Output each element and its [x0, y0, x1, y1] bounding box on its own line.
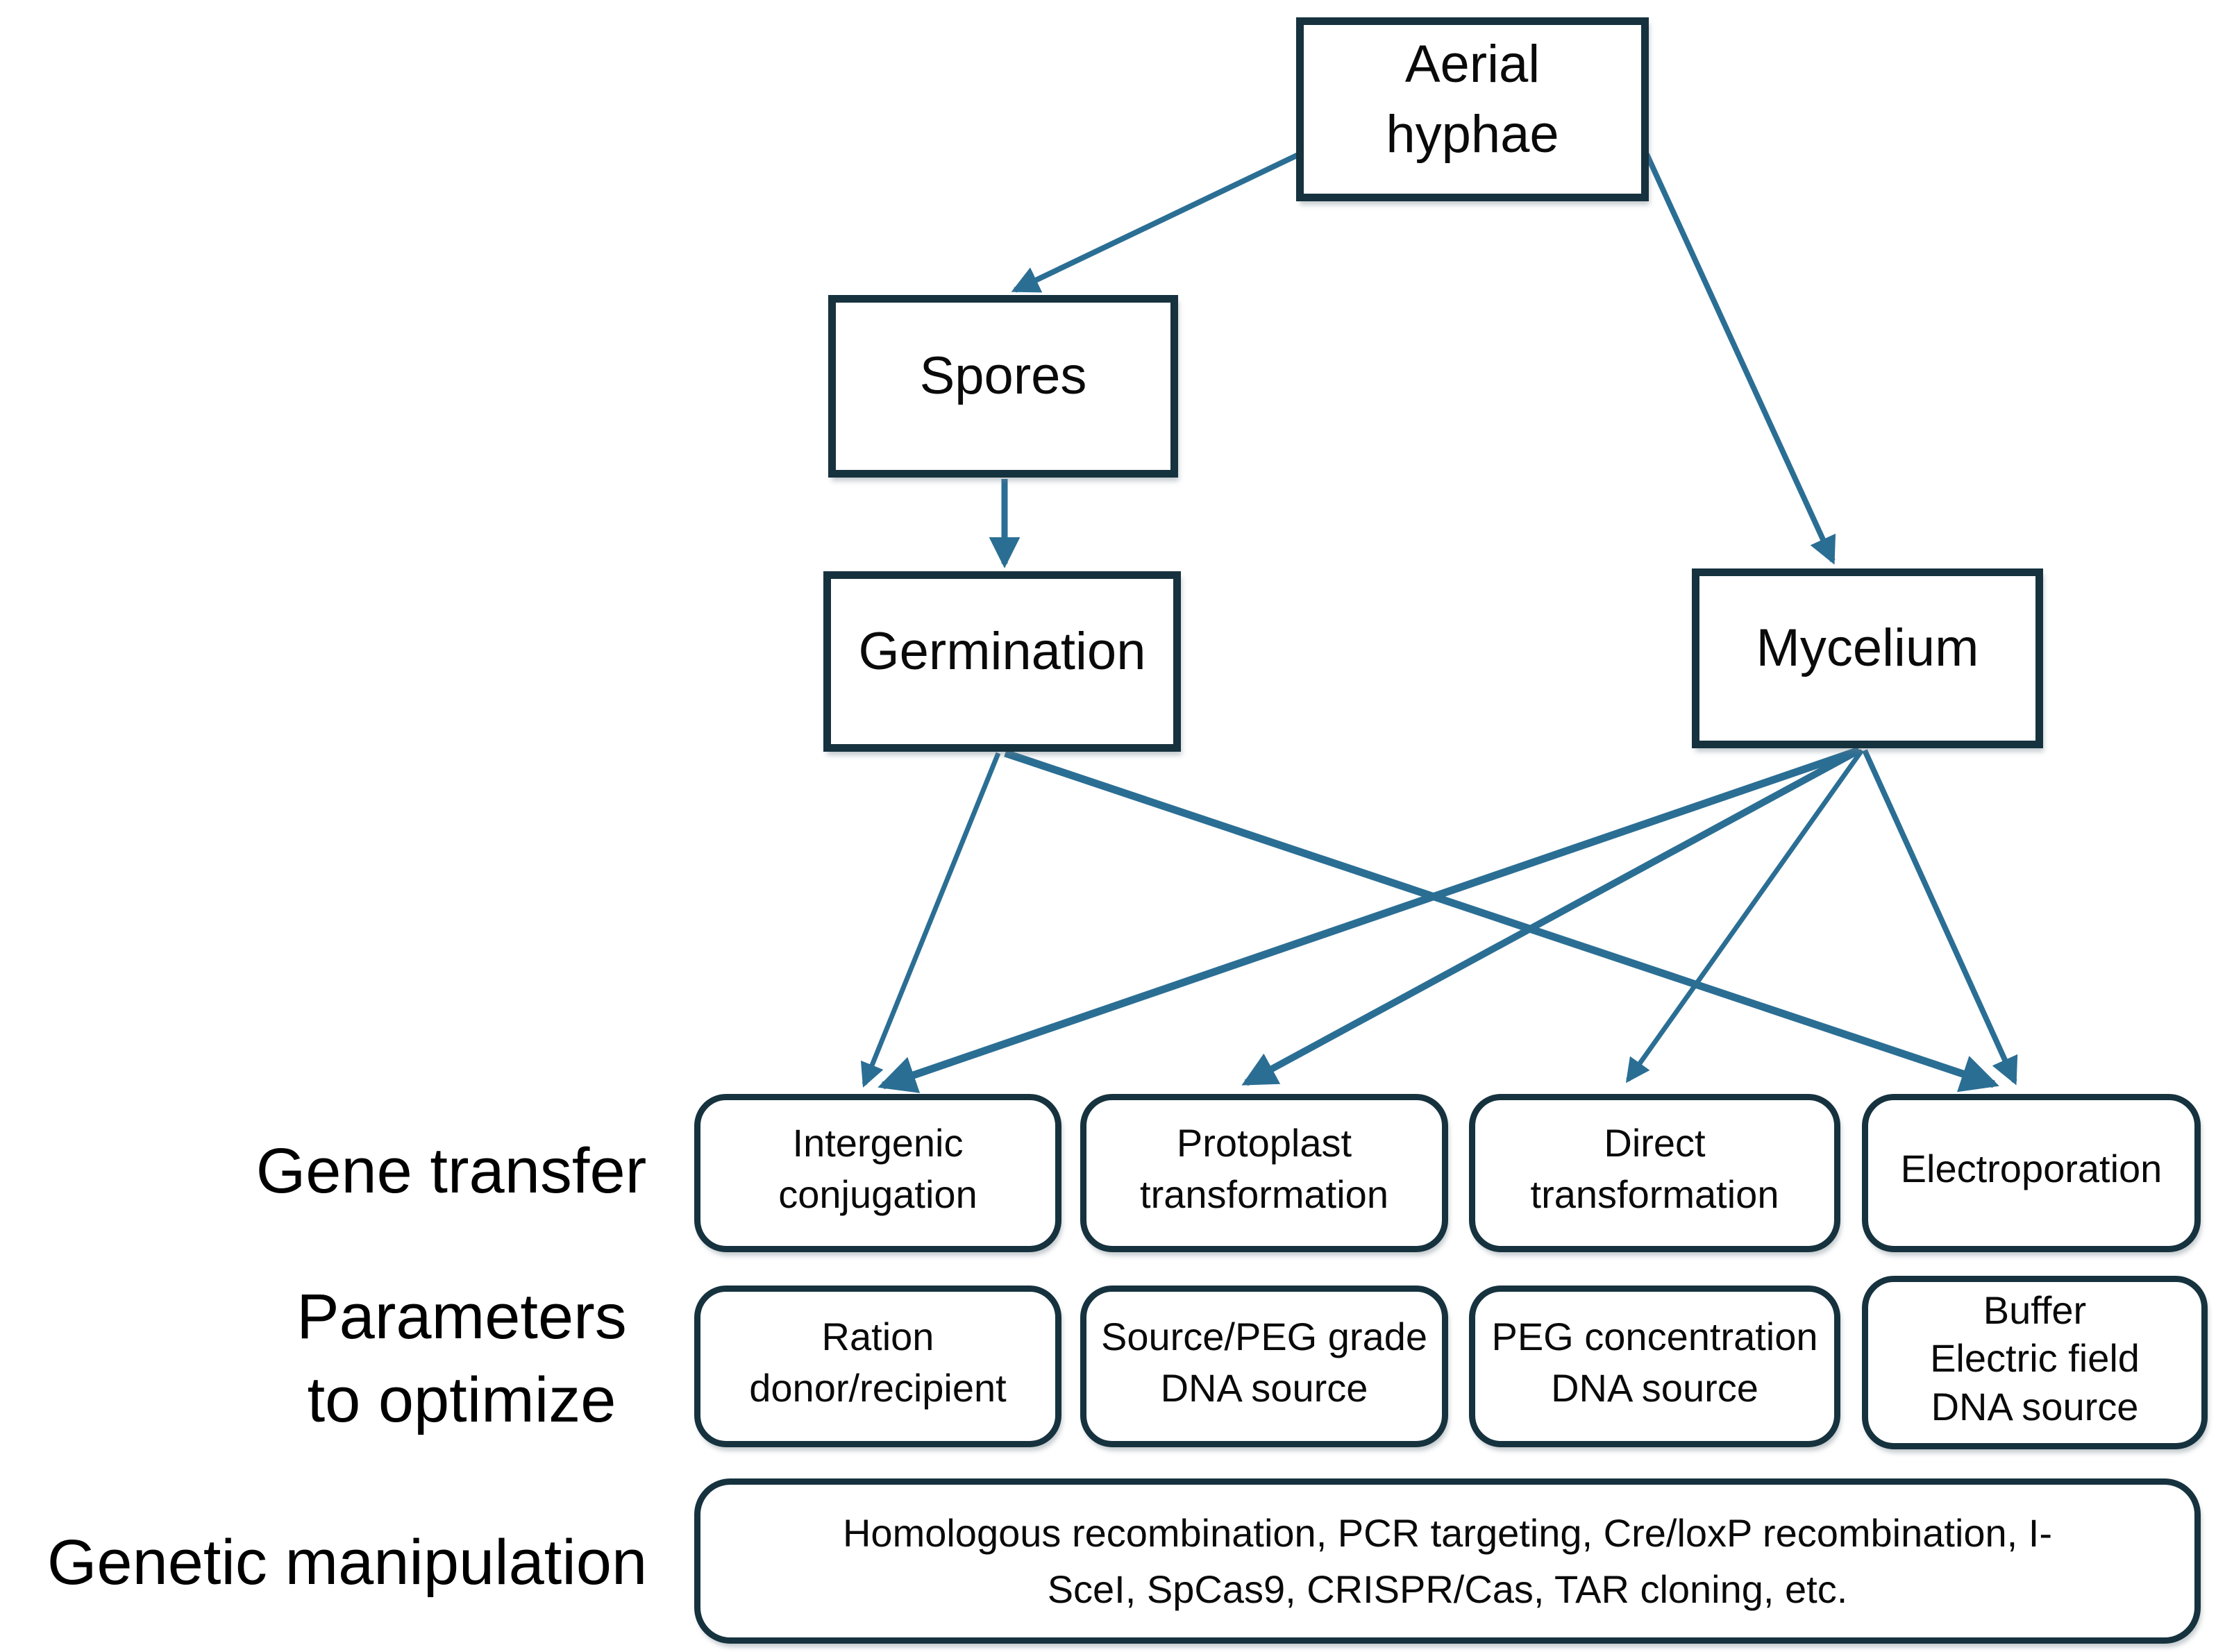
- arrow-mycelium-to-electroporation: [1862, 749, 2018, 1086]
- params-intergenic-conjugation: Ration donor/recipient: [694, 1286, 1061, 1447]
- params-direct-transformation-label: PEG concentration DNA source: [1491, 1314, 1818, 1410]
- params-electroporation: Buffer Electric field DNA source: [1862, 1276, 2208, 1449]
- row-label-gene-transfer-text: Gene transfer: [255, 1136, 647, 1206]
- node-genetic-manipulation-methods: Homologous recombination, PCR targeting,…: [694, 1478, 2201, 1644]
- arrow-mycelium-to-protoplast-transformation: [1241, 747, 1861, 1086]
- node-mycelium-label: Mycelium: [1756, 618, 1979, 678]
- row-label-parameters-to-optimize-text: Parameters to optimize: [296, 1281, 627, 1435]
- arrow-aerial-hyphae-to-spores: [1011, 151, 1301, 293]
- params-direct-transformation: PEG concentration DNA source: [1469, 1286, 1840, 1447]
- row-label-genetic-manipulation: Genetic manipulation: [28, 1522, 666, 1605]
- node-spores-label: Spores: [919, 346, 1087, 406]
- row-label-parameters-to-optimize: Parameters to optimize: [201, 1276, 722, 1442]
- node-germination-label: Germination: [858, 621, 1146, 681]
- node-aerial-hyphae-label: Aerial hyphae: [1386, 35, 1559, 164]
- node-intergenic-conjugation: Intergenic conjugation: [694, 1094, 1061, 1252]
- node-direct-transformation: Direct transformation: [1469, 1094, 1840, 1252]
- params-protoplast-transformation-label: Source/PEG grade DNA source: [1100, 1314, 1428, 1410]
- node-germination: Germination: [823, 571, 1181, 752]
- params-intergenic-conjugation-label: Ration donor/recipient: [749, 1314, 1007, 1410]
- node-protoplast-transformation-label: Protoplast transformation: [1140, 1121, 1388, 1216]
- arrow-mycelium-to-direct-transformation: [1625, 748, 1864, 1084]
- row-label-gene-transfer: Gene transfer: [201, 1130, 701, 1213]
- params-protoplast-transformation: Source/PEG grade DNA source: [1080, 1286, 1448, 1447]
- node-intergenic-conjugation-label: Intergenic conjugation: [778, 1121, 977, 1216]
- arrow-aerial-hyphae-to-mycelium: [1644, 153, 1836, 565]
- genetic-manipulation-methods-label: Homologous recombination, PCR targeting,…: [842, 1510, 2052, 1611]
- node-aerial-hyphae: Aerial hyphae: [1296, 17, 1649, 201]
- node-direct-transformation-label: Direct transformation: [1530, 1121, 1779, 1216]
- arrow-mycelium-to-intergenic-conjugation: [878, 746, 1861, 1093]
- row-label-genetic-manipulation-text: Genetic manipulation: [47, 1527, 648, 1598]
- node-electroporation: Electroporation: [1862, 1094, 2201, 1252]
- params-electroporation-label: Buffer Electric field DNA source: [1930, 1288, 2140, 1428]
- node-electroporation-label: Electroporation: [1900, 1147, 2163, 1191]
- node-mycelium: Mycelium: [1692, 568, 2043, 748]
- arrow-germination-to-intergenic-conjugation: [860, 752, 1001, 1088]
- node-protoplast-transformation: Protoplast transformation: [1080, 1094, 1448, 1252]
- arrow-germination-to-electroporation: [1004, 749, 1999, 1093]
- node-spores: Spores: [828, 295, 1178, 478]
